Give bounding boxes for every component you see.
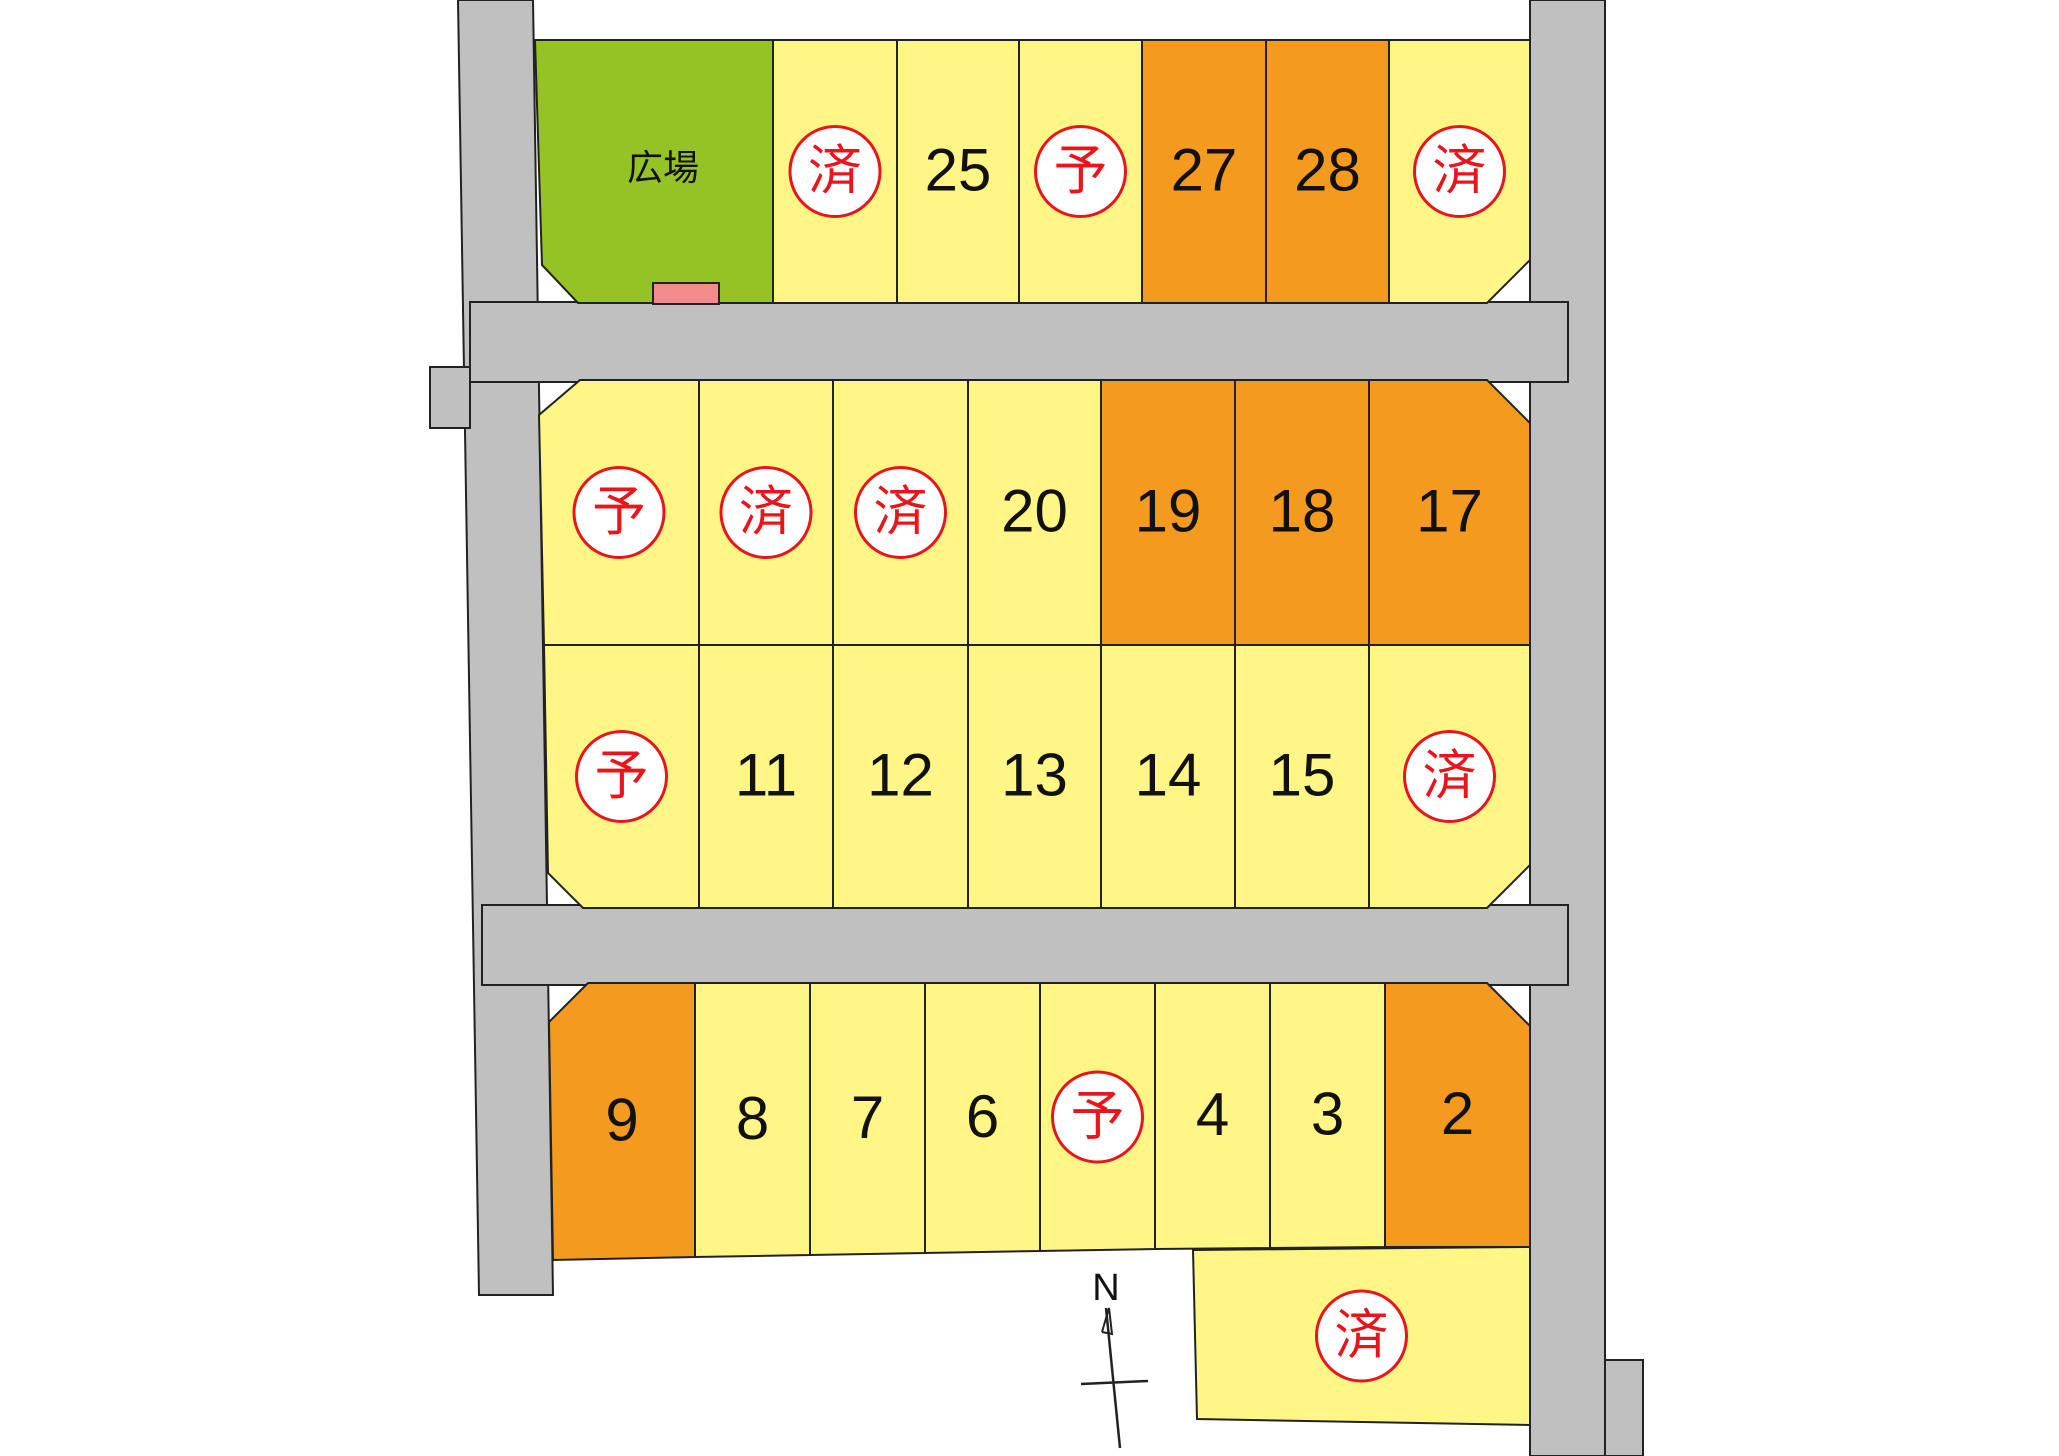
lot-14[interactable]: 14: [1100, 644, 1236, 909]
road-left-spur: [429, 366, 471, 429]
stamp-label: 済: [808, 139, 862, 202]
compass: N: [1080, 1267, 1149, 1449]
stamp-label: 済: [1335, 1304, 1389, 1367]
lot-28[interactable]: 28: [1265, 39, 1390, 304]
sold-stamp-icon: [854, 466, 947, 559]
stamp-label: 済: [1423, 744, 1477, 807]
stamp-label: 済: [739, 480, 793, 543]
lot-mid-8[interactable]: 予: [542, 644, 700, 909]
lot-15[interactable]: 15: [1234, 644, 1370, 909]
lot-20[interactable]: 20: [967, 379, 1102, 646]
lot-number: 3: [1311, 1080, 1344, 1147]
lot-25[interactable]: 25: [896, 39, 1020, 304]
stamp-label: 予: [1054, 139, 1108, 202]
sold-stamp-icon: [1403, 730, 1496, 823]
lot-7[interactable]: 7: [809, 982, 926, 1257]
lot-mid-1[interactable]: 予: [537, 379, 700, 646]
lot-17[interactable]: 17: [1368, 379, 1531, 646]
lot-mid-2[interactable]: 済: [698, 379, 834, 646]
plaza-marker-icon: [652, 282, 720, 305]
lot-number: 15: [1269, 741, 1336, 808]
stamp-label: 予: [1071, 1085, 1125, 1148]
lot-19[interactable]: 19: [1100, 379, 1236, 646]
lot-number: 6: [966, 1083, 999, 1150]
sold-stamp-icon: [719, 466, 813, 559]
lot-number: 20: [1001, 477, 1068, 544]
plaza: 広場: [533, 39, 774, 305]
lot-number: 25: [925, 136, 992, 203]
lot-number: 9: [605, 1086, 638, 1153]
stamp-label: 予: [595, 744, 649, 807]
lot-6[interactable]: 6: [924, 982, 1041, 1255]
sold-stamp-icon: [1413, 125, 1506, 218]
lot-3[interactable]: 3: [1269, 982, 1386, 1250]
lot-mid-14[interactable]: 済: [1368, 644, 1531, 909]
lot-13[interactable]: 13: [967, 644, 1102, 909]
lot-12[interactable]: 12: [832, 644, 969, 909]
lot-11[interactable]: 11: [698, 644, 834, 909]
reserved-stamp-icon: [1034, 125, 1127, 218]
lot-number: 27: [1171, 136, 1238, 203]
road-right: [1529, 0, 1606, 1456]
lot-area[interactable]: [547, 982, 696, 1262]
road-cross-lower: [481, 904, 1569, 986]
lot-number: 28: [1294, 136, 1361, 203]
road-right-spur: [1604, 1359, 1644, 1456]
lot-number: 13: [1001, 741, 1068, 808]
lot-number: 8: [736, 1085, 769, 1152]
lot-4[interactable]: 4: [1154, 982, 1271, 1251]
lot-number: 12: [867, 741, 934, 808]
lot-number: 11: [735, 741, 797, 808]
lot-9[interactable]: 9: [547, 982, 696, 1262]
north-arrow-icon: [1080, 1307, 1149, 1449]
lot-27[interactable]: 27: [1141, 39, 1267, 304]
lot-top-6[interactable]: 済: [1388, 39, 1531, 304]
reserved-stamp-icon: [1051, 1070, 1144, 1164]
lot-number: 19: [1135, 477, 1202, 544]
lot-bot-5[interactable]: 予: [1039, 982, 1156, 1253]
lot-2[interactable]: 2: [1384, 982, 1531, 1248]
lot-number: 18: [1269, 477, 1336, 544]
lot-number: 17: [1416, 477, 1483, 544]
lot-number: 7: [851, 1084, 884, 1151]
lot-mid-3[interactable]: 済: [832, 379, 969, 646]
sold-stamp-icon: [1315, 1289, 1408, 1383]
lot-number: 2: [1441, 1080, 1474, 1147]
lot-number: 4: [1196, 1081, 1229, 1148]
lot-bot-extra[interactable]: 済: [1191, 1245, 1531, 1427]
north-label: N: [1092, 1267, 1119, 1309]
stamp-label: 済: [1433, 139, 1487, 202]
stamp-label: 予: [592, 480, 646, 543]
lot-top-1[interactable]: 済: [772, 39, 898, 304]
lot-18[interactable]: 18: [1234, 379, 1370, 646]
plaza-label: 広場: [627, 148, 699, 189]
reserved-stamp-icon: [575, 730, 668, 823]
lot-8[interactable]: 8: [694, 982, 811, 1259]
sold-stamp-icon: [788, 125, 882, 218]
lot-number: 14: [1135, 741, 1202, 808]
road-cross-upper: [469, 301, 1569, 383]
reserved-stamp-icon: [572, 466, 666, 559]
lot-top-3[interactable]: 予: [1018, 39, 1143, 304]
road-left: [456, 0, 555, 1296]
stamp-label: 済: [874, 480, 928, 543]
